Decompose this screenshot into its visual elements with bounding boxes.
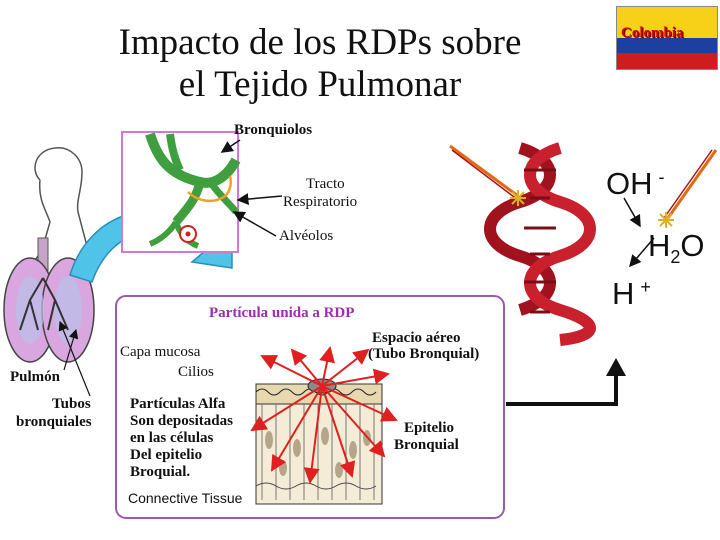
label-capa-mucosa: Capa mucosa (120, 344, 201, 360)
page-title: Impacto de los RDPs sobre el Tejido Pulm… (60, 22, 580, 106)
hplus-charge: + (640, 276, 651, 297)
oh-text: OH (606, 166, 653, 201)
label-espacio-aereo: Espacio aéreo (372, 330, 461, 346)
label-bronquiolos: Bronquiolos (234, 122, 313, 138)
label-alfa-4: Del epitelio (130, 447, 203, 463)
rdp-particle (250, 346, 398, 484)
flag-label: Colombia (621, 25, 684, 41)
hplus-h: H (612, 276, 635, 311)
label-bronquial: Bronquial (394, 437, 459, 453)
label-tubo-bronquial: (Tubo Bronquial) (368, 346, 480, 362)
label-epitelio: Epitelio (404, 420, 455, 436)
human-silhouette (7, 147, 97, 301)
title-line-2: el Tejido Pulmonar (178, 64, 462, 105)
h2o-h: H (648, 228, 671, 263)
label-tracto: Tracto (306, 176, 345, 192)
colombia-flag: Colombia (616, 6, 718, 70)
label-respiratorio: Respiratorio (283, 194, 358, 210)
oh-charge: - (658, 166, 665, 187)
return-arrow (506, 372, 618, 406)
hydroxide-label: OH- (606, 166, 665, 202)
label-cilios: Cilios (178, 364, 214, 380)
label-alveolos: Alvéolos (279, 228, 334, 244)
label-bronquiales: bronquiales (16, 414, 92, 430)
h2o-o: O (680, 228, 705, 263)
label-alfa-1: Partículas Alfa (130, 396, 226, 412)
label-tubos: Tubos (52, 396, 91, 412)
label-particula: Partícula unida a RDP (209, 305, 355, 321)
lungs-icon (3, 237, 95, 363)
label-pulmon: Pulmón (10, 369, 61, 385)
h2o-sub: 2 (670, 247, 681, 268)
impact-star-right (658, 212, 674, 228)
proton-label: H+ (612, 276, 651, 312)
label-connective-tissue: Connective Tissue (128, 490, 243, 506)
label-alfa-3: en las células (130, 430, 214, 446)
impact-star-left (510, 190, 526, 206)
airway-tree (121, 131, 241, 253)
water-label: H2O (648, 228, 705, 268)
dna-helix (484, 142, 596, 346)
label-alfa-2: Son depositadas (130, 413, 233, 429)
label-alfa-5: Broquial. (130, 464, 191, 480)
title-line-1: Impacto de los RDPs sobre (118, 22, 522, 63)
